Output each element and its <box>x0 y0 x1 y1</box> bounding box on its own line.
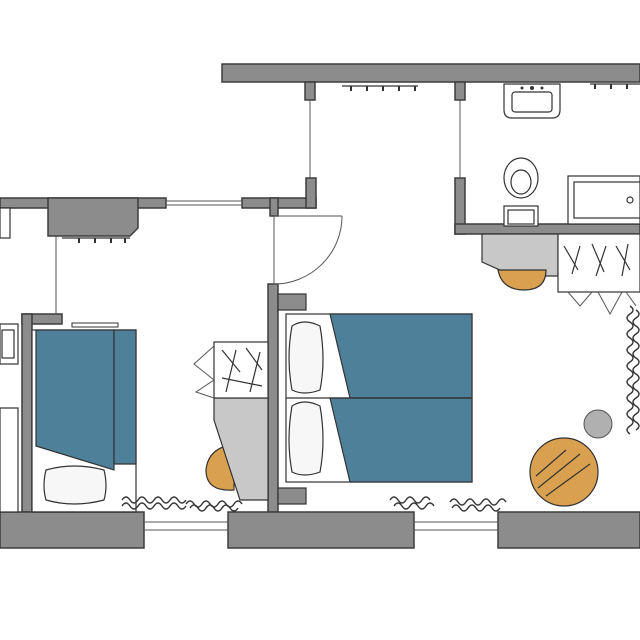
toilet <box>503 157 539 227</box>
outer-walls <box>0 63 640 549</box>
windows <box>144 200 498 531</box>
armchair <box>529 437 599 507</box>
curtain-rails <box>62 83 640 328</box>
double-bed <box>277 293 473 505</box>
curtains <box>121 305 640 512</box>
chairs <box>205 269 599 507</box>
single-bed <box>31 329 137 513</box>
shower-tray <box>567 175 640 225</box>
bathroom <box>503 83 640 227</box>
doors <box>55 100 461 314</box>
middle-wardrobe <box>193 341 269 501</box>
left-cabinet <box>0 207 19 513</box>
side-table <box>583 409 613 439</box>
wardrobe <box>481 233 640 316</box>
washbasin <box>503 83 561 119</box>
